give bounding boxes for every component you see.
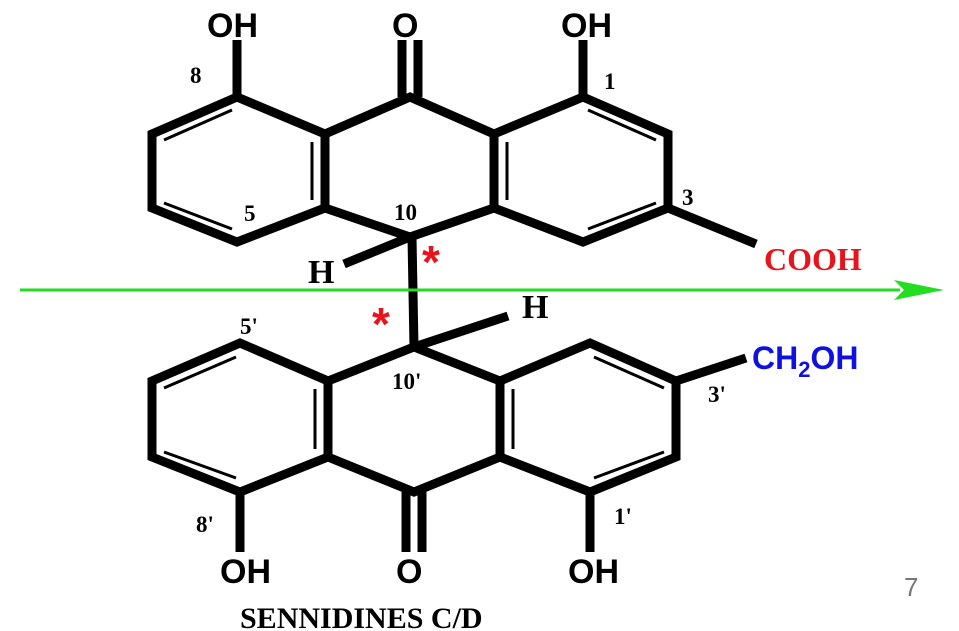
bottom-left-ring: [147, 338, 333, 497]
bottom-carbonyl-o-label: O: [396, 553, 422, 591]
locant-5-prime: 5': [240, 314, 258, 339]
bottom-anthrone-unit: [147, 311, 748, 552]
top-h-label: H: [308, 254, 334, 291]
locant-1: 1: [604, 69, 616, 94]
c10-c10-prime-bond: [407, 236, 419, 348]
locant-10-prime: 10': [392, 369, 421, 394]
cooh-group-label: COOH: [764, 241, 862, 277]
bottom-h-label: H: [522, 289, 548, 326]
top-right-ring: [489, 92, 673, 247]
chiral-mark-c10-prime: *: [372, 298, 390, 350]
top-central-ring: [323, 92, 496, 139]
bottom-right-ring: [495, 338, 681, 497]
chiral-mark-c10: *: [422, 236, 440, 288]
locant-3: 3: [682, 185, 694, 210]
top-anthrone-unit: [147, 40, 758, 269]
diagram-title: SENNIDINES C/D: [240, 602, 483, 631]
locant-3-prime: 3': [708, 382, 726, 407]
top-oh-right-label: OH: [561, 7, 612, 45]
locant-10: 10: [394, 200, 417, 225]
ch2oh-group-label: CH2OH: [752, 340, 858, 382]
symmetry-axis-arrow: [20, 280, 944, 300]
page-number: 7: [904, 572, 918, 602]
locant-5: 5: [244, 201, 256, 226]
bottom-oh-right-label: OH: [568, 553, 619, 591]
top-left-ring: [147, 92, 330, 247]
locant-1-prime: 1': [614, 504, 632, 529]
top-oh-left-label: OH: [207, 7, 258, 45]
locant-8-prime: 8': [196, 512, 214, 537]
bottom-oh-left-label: OH: [220, 553, 271, 591]
locant-8: 8: [190, 63, 202, 88]
top-carbonyl-o-label: O: [392, 7, 418, 45]
